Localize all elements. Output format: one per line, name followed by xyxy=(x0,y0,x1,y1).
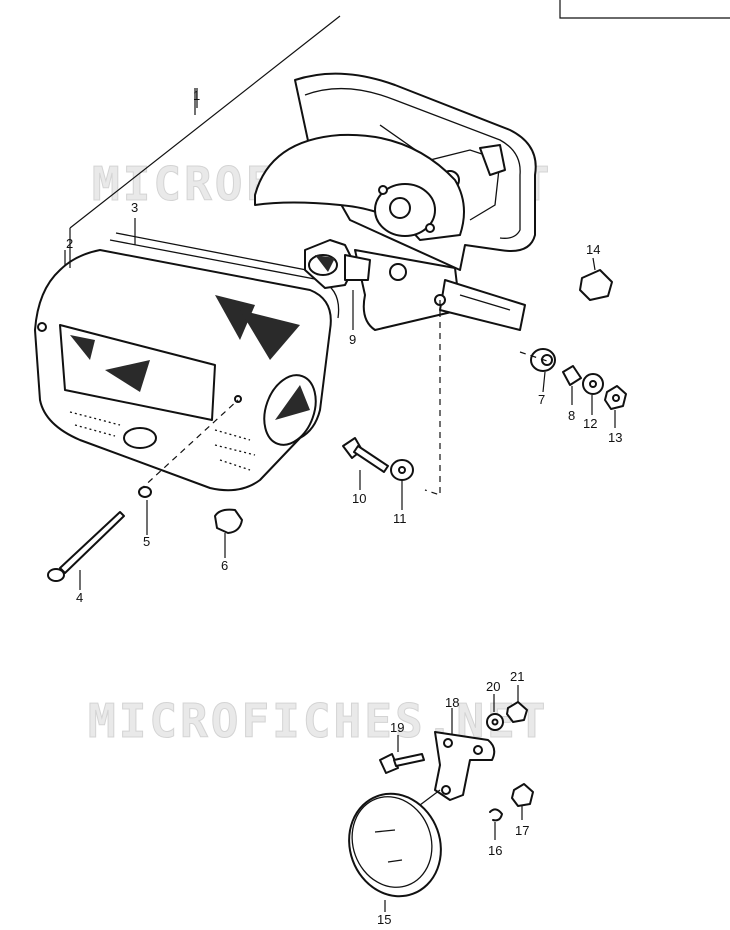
washer-20 xyxy=(486,713,504,731)
callout-5: 5 xyxy=(143,534,150,549)
leader-lines xyxy=(69,88,616,912)
callout-2: 2 xyxy=(66,236,73,251)
callout-18: 18 xyxy=(445,695,459,710)
reflector-bracket-18 xyxy=(434,731,496,801)
callout-8: 8 xyxy=(568,408,575,423)
bulb-socket-plate xyxy=(374,183,436,237)
nut-13 xyxy=(604,385,627,410)
callout-21: 21 xyxy=(510,669,524,684)
assembly-bracket xyxy=(64,15,341,268)
callout-19: 19 xyxy=(390,720,404,735)
callout-7: 7 xyxy=(538,392,545,407)
washer-11 xyxy=(390,459,414,481)
callout-6: 6 xyxy=(221,558,228,573)
callout-1: 1 xyxy=(193,88,200,103)
tail-lamp-lens xyxy=(34,232,340,492)
callout-17: 17 xyxy=(515,823,529,838)
callout-9: 9 xyxy=(349,332,356,347)
callout-20: 20 xyxy=(486,679,500,694)
assembly-line-a xyxy=(139,399,239,491)
callout-15: 15 xyxy=(377,912,391,927)
collar-8 xyxy=(562,365,582,386)
callout-12: 12 xyxy=(583,416,597,431)
callout-10: 10 xyxy=(352,491,366,506)
screw-4 xyxy=(47,511,125,582)
callout-4: 4 xyxy=(76,590,83,605)
assembly-line-b xyxy=(424,300,441,496)
callout-3: 3 xyxy=(131,200,138,215)
callout-11: 11 xyxy=(393,511,407,526)
bracket-leader xyxy=(419,789,441,806)
bulb xyxy=(304,239,371,289)
cap-6 xyxy=(214,508,243,534)
cap-nut-14 xyxy=(579,269,613,301)
title-box-corner xyxy=(559,0,730,19)
nut-17 xyxy=(511,783,534,807)
bolt-19 xyxy=(379,753,425,774)
washer-12 xyxy=(582,373,604,395)
washer-5 xyxy=(138,486,152,498)
bolt-10 xyxy=(342,437,389,473)
callout-13: 13 xyxy=(608,430,622,445)
callout-16: 16 xyxy=(488,843,502,858)
assembly-line-c xyxy=(519,351,551,363)
callout-14: 14 xyxy=(586,242,600,257)
callout-labels: 1 2 3 4 5 6 7 8 9 10 11 12 13 14 15 16 1… xyxy=(66,88,622,927)
reflector-15 xyxy=(348,792,442,898)
lock-washer-16 xyxy=(489,808,503,822)
